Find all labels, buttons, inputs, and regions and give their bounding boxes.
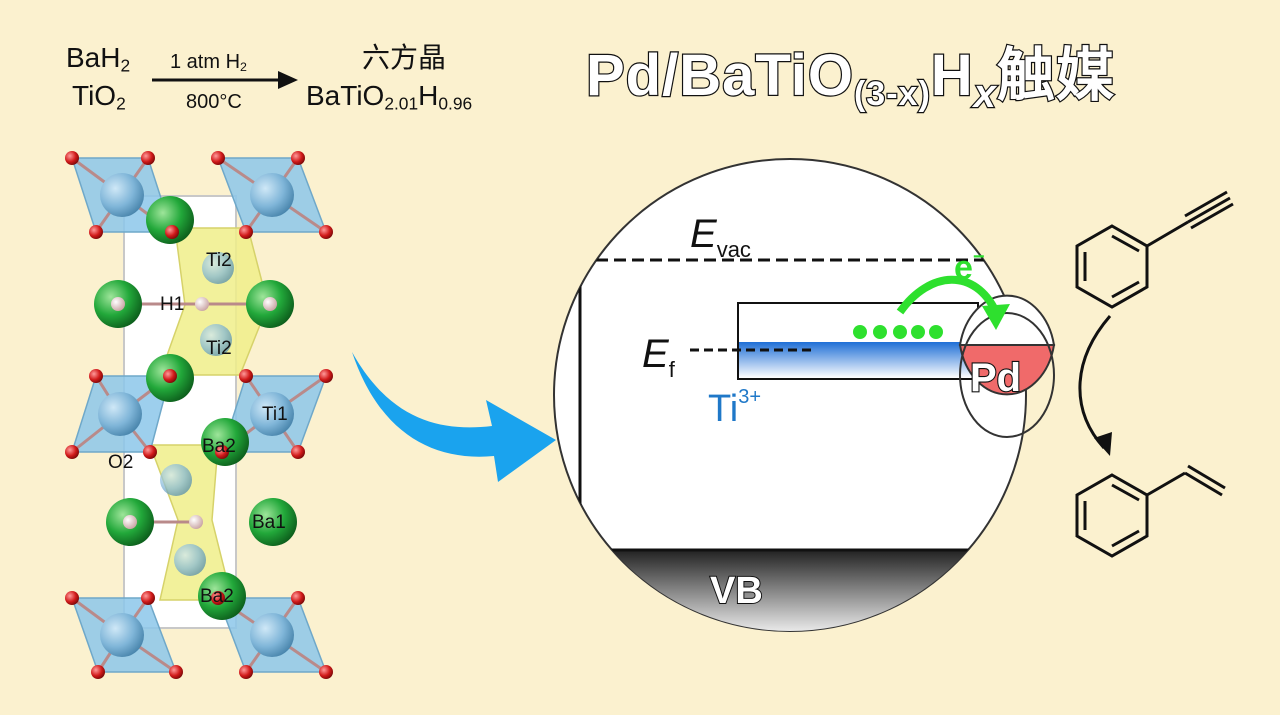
label-ti2-mid: Ti2 [206, 338, 232, 359]
h-atoms [111, 297, 277, 529]
label-ba1: Ba1 [252, 512, 286, 533]
styrene [1075, 464, 1226, 558]
o-atoms [65, 151, 333, 679]
reaction-curved-arrow [1078, 315, 1112, 449]
reactant-tio2: TiO2 [72, 80, 126, 114]
phenylacetylene [1075, 190, 1234, 309]
label-electron: e− [954, 246, 985, 287]
electron-transfer-arrowhead [982, 304, 1010, 330]
label-ba2-top: Ba2 [202, 436, 236, 457]
label-ef: Ef [642, 332, 675, 382]
electron-transfer-arrow [896, 275, 1000, 315]
label-vb: VB [709, 569, 764, 613]
label-ti2-top: Ti2 [206, 250, 232, 271]
label-ti3: Ti3+ [708, 386, 762, 430]
electrons [853, 325, 943, 339]
product-crystal-label: 六方晶 [362, 42, 447, 73]
label-h1: H1 [160, 294, 185, 315]
label-o2: O2 [108, 452, 134, 473]
ti3-donor-level [739, 342, 977, 378]
label-evac: Evac [690, 212, 751, 262]
label-pd: Pd [969, 355, 1022, 401]
reaction-arrowhead [1094, 432, 1112, 456]
condition-temperature: 800°C [186, 91, 242, 113]
reactant-bah2: BaH2 [66, 42, 131, 76]
ti-atoms [98, 173, 294, 657]
catalyst-title: Pd/BaTiO(3-x)Hx触媒 [585, 42, 1115, 117]
label-ti1: Ti1 [262, 404, 288, 425]
product-formula: BaTiO2.01H0.96 [306, 80, 473, 114]
condition-h2: 1 atm H2 [170, 51, 247, 75]
label-ba2-bottom: Ba2 [200, 586, 234, 607]
